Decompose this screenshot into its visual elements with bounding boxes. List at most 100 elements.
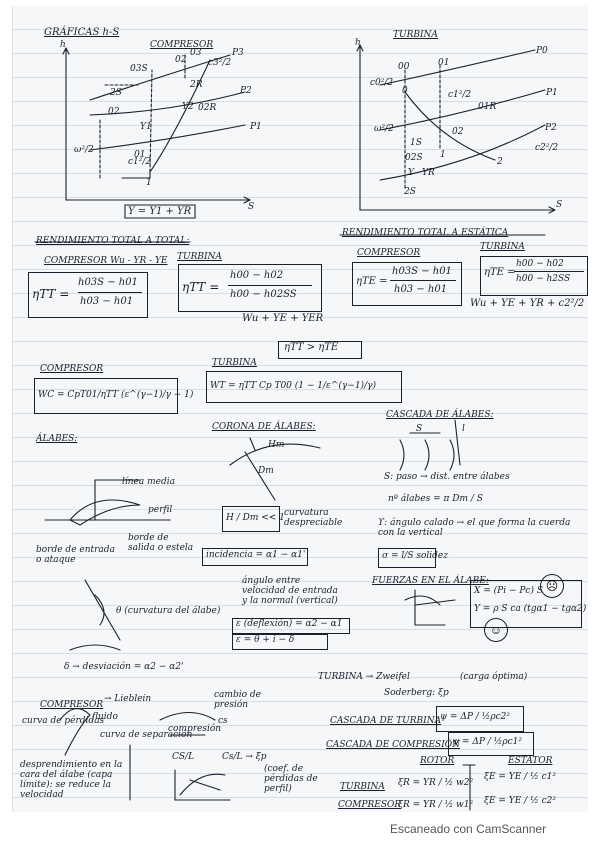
velocity-angle-sketch [69, 579, 121, 651]
ts-turbine-note: Wu + YE + YR + c2²/2 [470, 298, 585, 309]
ts-compressor-num: h03S − h01 [392, 266, 452, 277]
rot-compresor: ξR = YR / ½ w1² [398, 800, 474, 810]
compressor-label-p2: P2 [240, 86, 252, 96]
corona-hm: Hm [268, 440, 285, 450]
bottom-compresion: compresión [168, 724, 222, 734]
notebook-sheet [12, 6, 588, 812]
eq-compressor-den: h03 − h01 [80, 296, 134, 307]
total-total-title: RENDIMIENTO TOTAL A TOTAL: [36, 236, 190, 246]
work-compressor-box [34, 378, 178, 414]
compressor-label-w2: ω²/2 [74, 145, 94, 155]
desviacion: δ → desviación = α2 − α2' [64, 662, 184, 672]
turbine-label-c2: c2²/2 [535, 143, 559, 153]
bottom-desprendimiento: desprendimiento en la cara del álabe (ca… [20, 760, 123, 800]
turbine-axis [359, 44, 556, 211]
cascada-note1: S: paso → dist. entre álabes [384, 472, 510, 482]
eq-turbine-num: h00 − h02 [230, 270, 284, 281]
compressor-isobar-p3 [89, 54, 231, 101]
eq-compressor-num: h03S − h01 [78, 277, 138, 288]
cascade-blades [399, 419, 461, 471]
ts-compressor-title: COMPRESOR [357, 248, 421, 258]
compressor-label-02b: 02 [108, 107, 120, 117]
rot-turbina: ξR = YR / ½ w2² [398, 778, 474, 788]
bottom-cs: cs [218, 716, 228, 726]
eq-box-turbine-tt [178, 264, 322, 312]
eq-compressor-lhs: ηTT = [32, 287, 70, 301]
corona-eq-box [222, 506, 280, 532]
fuerzas-title: FUERZAS EN EL ÁLABE: [372, 576, 489, 586]
turbine-isobar-p0 [379, 49, 536, 86]
compressor-blade-bottom [59, 708, 91, 756]
compressor-label-01: 01 [134, 150, 146, 160]
psi-eq1: ψ = ΔP / ½ρc2² [440, 712, 511, 722]
est-compresor: ξE = YE / ½ c2² [484, 796, 557, 806]
turbine-label-yr: YR [422, 168, 435, 178]
compressor-axis [65, 47, 251, 201]
compressor-label-02r: 02R [198, 103, 217, 113]
estator-label: ESTATOR [508, 756, 553, 766]
deflexion-box [232, 618, 350, 634]
turbine-label-1s: 1S [410, 138, 422, 148]
compressor-axis-s: S [248, 202, 255, 212]
compressor-label-02: 02 [175, 55, 187, 65]
psi-compresor-box [448, 732, 534, 756]
borde-entrada-label: borde de entrada o ataque [36, 545, 115, 565]
bottom-zweifel-note: (carga óptima) [460, 672, 528, 682]
compressor-label-1: 1 [146, 178, 152, 188]
compressor-label-2r: 2R [190, 80, 203, 90]
turbine-label-c1: c1²/2 [448, 90, 472, 100]
psi-turbina-label: CASCADA DE TURBINA [330, 716, 442, 726]
cascada-s: S [416, 424, 423, 434]
linea-media-label: línea media [122, 477, 175, 487]
borde-salida-label: borde de salida o estela [128, 533, 194, 553]
deflexion: ε (deflexión) = α2 − α1 [236, 619, 343, 629]
eq-turbine-den: h00 − h02SS [230, 289, 297, 300]
curvatura: θ (curvatura del álabe) [116, 606, 221, 616]
turbine-label-y: Y [408, 168, 414, 178]
bottom-cambio: cambio de presión [214, 690, 261, 710]
turbine-isobar-p1 [379, 89, 546, 131]
ts-compressor-fraction-bar [390, 280, 456, 281]
bottom-turbina-short: TURBINA [340, 782, 385, 792]
work-compressor-eq: WC = CpT01/ηTT (ε^(γ−1)/γ − 1) [38, 390, 194, 400]
cascada-l: l [462, 424, 465, 434]
hs-title: GRÁFICAS h-S [44, 27, 120, 38]
turbine-chart-label: TURBINA [393, 30, 438, 40]
fuerzas-box [470, 580, 582, 628]
ts-compressor-den: h03 − h01 [394, 284, 448, 295]
turbine-axis-s: S [556, 200, 563, 210]
ts-turbine-den: h00 − h2SS [516, 274, 571, 284]
eq-box-turbine-ts [480, 256, 588, 296]
fuerza-x: X = (Pi − Pc) S [474, 586, 544, 596]
angulo-note: ángulo entre velocidad de entrada y la n… [242, 576, 338, 606]
est-turbina: ξE = YE / ½ c1² [484, 772, 557, 782]
fuerza-y: Y = ρ S ca (tgα1 − tgα2) [474, 604, 587, 614]
forces-sketch [404, 589, 456, 626]
compressor-axis-h: h [60, 40, 66, 50]
eq-compressor-fraction-bar [78, 292, 142, 293]
blade-profile [69, 499, 141, 526]
compressor-label-p1: P1 [250, 122, 262, 132]
compressor-label-c1: c1²/2 [128, 157, 152, 167]
eq-box-compressor-ts [352, 262, 462, 306]
bottom-curva-label: curva de pérdidas [22, 716, 105, 726]
ts-turbine-title: TURBINA [480, 242, 525, 252]
turbine-label-c0: c0²/2 [370, 78, 394, 88]
turbine-label-p0: P0 [536, 46, 548, 56]
happy-face-icon: ☺ [484, 618, 508, 642]
turbine-label-2s: 2S [404, 187, 416, 197]
corona-eq: H / Dm << 1 [226, 513, 285, 523]
turbine-label-2: 2 [497, 157, 503, 167]
compressor-chart-formula: Y = Y1 + YR [128, 206, 192, 217]
bottom-soderberg: Soderberg: ξp [384, 688, 449, 698]
solidez-box [378, 548, 436, 568]
cascada-title: CASCADA DE ÁLABES: [386, 410, 494, 420]
turbine-label-w2: ω²/2 [374, 124, 394, 134]
corona-sketch [229, 437, 321, 501]
turbine-label-p1: P1 [546, 88, 558, 98]
rotor-label: ROTOR [420, 756, 455, 766]
ts-compressor-lhs: ηTE = [356, 276, 388, 287]
ts-turbine-num: h00 − h02 [516, 259, 564, 269]
bottom-curva-sep: curva de separación [100, 730, 193, 740]
